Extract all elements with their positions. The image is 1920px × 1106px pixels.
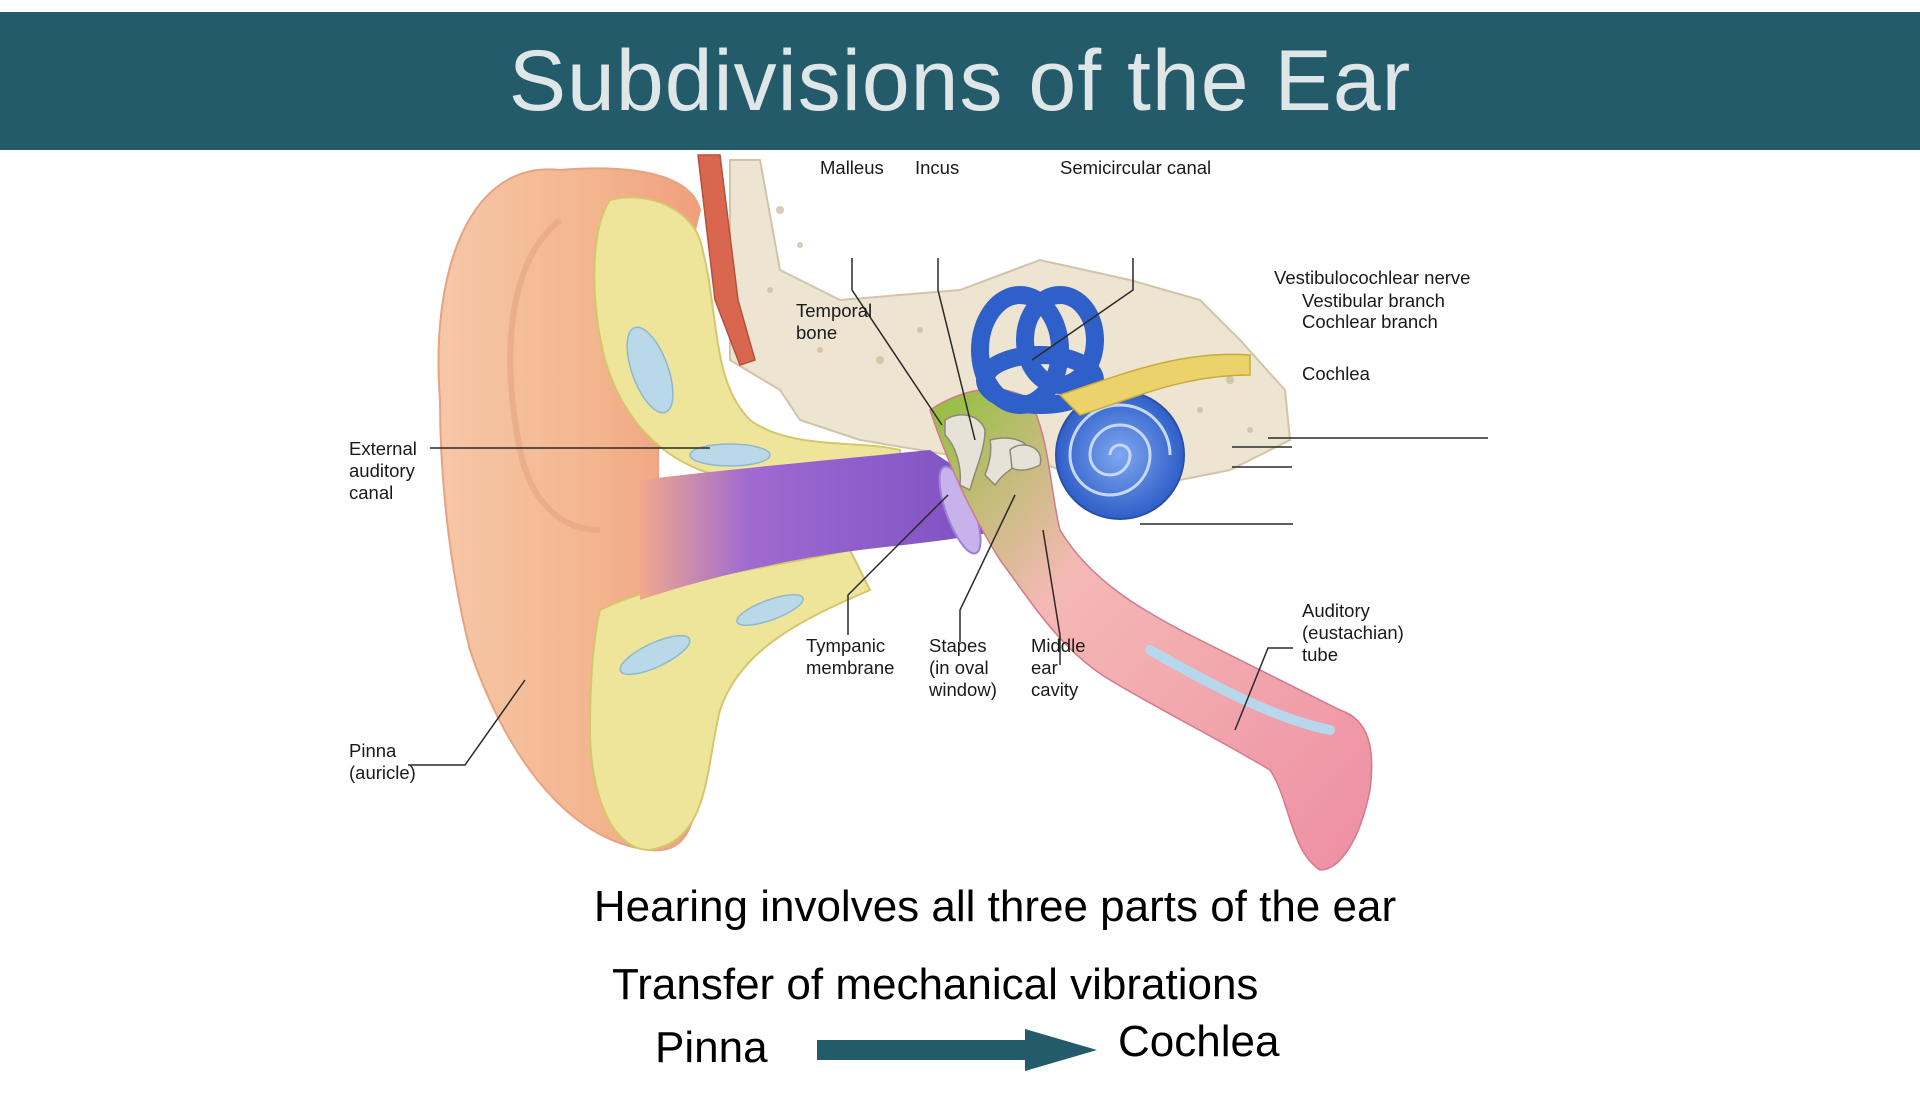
label-semicircular-canal: Semicircular canal xyxy=(1060,157,1212,178)
label-vestibulocochlear-nerve: Vestibulocochlear nerve xyxy=(1274,267,1471,288)
semicircular-canals-shape xyxy=(971,286,1104,414)
label-vestibular-branch: Vestibular branch xyxy=(1302,290,1445,311)
ear-illustration xyxy=(408,154,1488,871)
label-pinna: Pinna (auricle) xyxy=(349,740,416,783)
muscle-shape xyxy=(697,154,756,366)
label-cochlea: Cochlea xyxy=(1302,363,1370,384)
title-bar: Subdivisions of the Ear xyxy=(0,12,1920,150)
arrow-icon xyxy=(817,1029,1097,1071)
ossicles-shape xyxy=(944,414,1042,492)
caption-cochlea: Cochlea xyxy=(1118,1017,1280,1066)
label-external-auditory-canal: External auditory canal xyxy=(349,438,417,503)
label-malleus: Malleus xyxy=(820,157,884,178)
caption-hearing: Hearing involves all three parts of the … xyxy=(593,882,1397,931)
nerve-shape xyxy=(1058,353,1251,416)
label-tympanic-membrane: Tympanic membrane xyxy=(806,635,895,678)
label-incus: Incus xyxy=(915,157,960,178)
slide-title: Subdivisions of the Ear xyxy=(508,33,1412,129)
label-temporal-bone: Temporal bone xyxy=(796,300,873,343)
label-auditory-tube: Auditory (eustachian) tube xyxy=(1302,600,1404,665)
label-middle-ear-cavity: Middle ear cavity xyxy=(1031,635,1086,700)
ear-canal-shape xyxy=(640,450,1000,600)
cartilage-lower-shape xyxy=(588,548,872,852)
label-stapes: Stapes (in oval window) xyxy=(929,635,997,700)
ear-diagram: Malleus Incus Semicircular canal Tempora… xyxy=(0,150,1920,880)
label-cochlear-branch: Cochlear branch xyxy=(1302,311,1438,332)
caption-pinna: Pinna xyxy=(655,1023,768,1072)
caption-transfer: Transfer of mechanical vibrations xyxy=(612,960,1259,1009)
